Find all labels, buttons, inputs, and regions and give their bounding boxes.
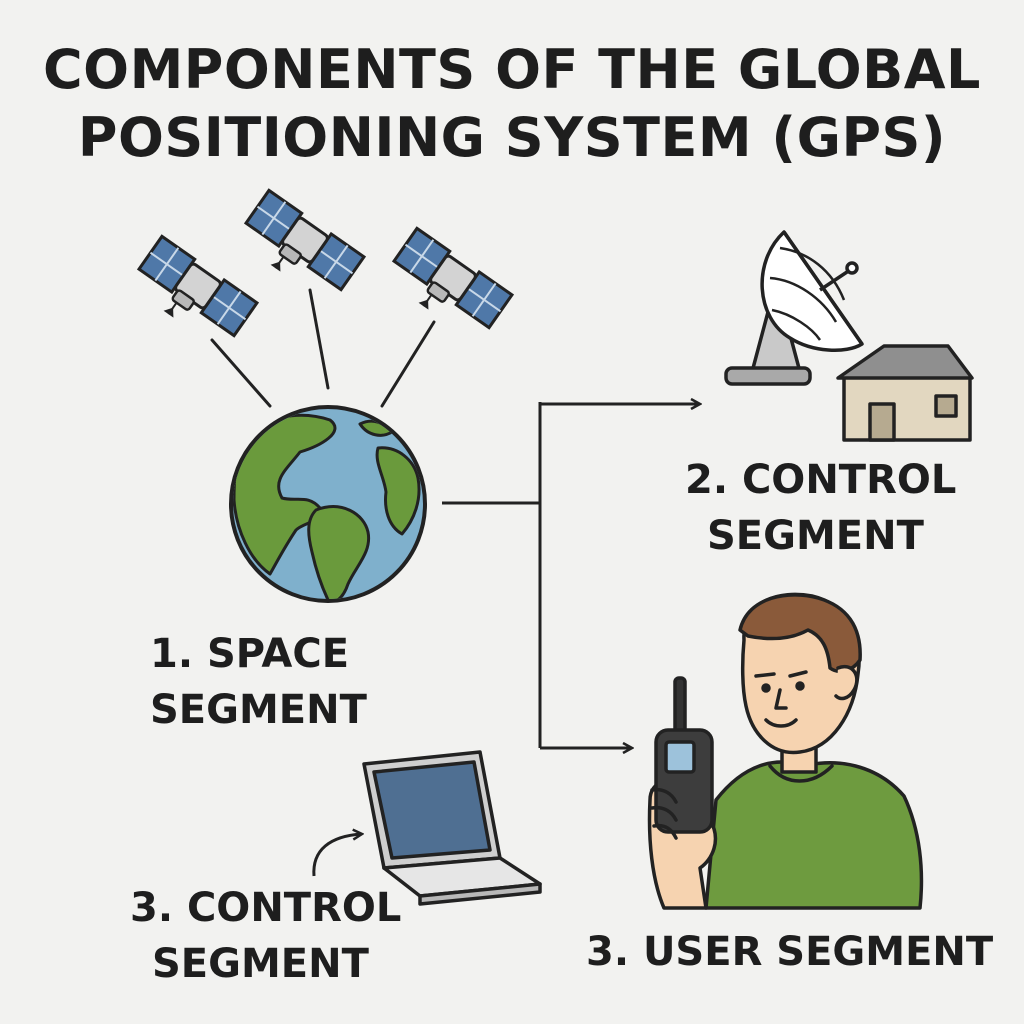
satellite-icon — [126, 234, 259, 354]
user-segment-label: 3. USER SEGMENT — [586, 929, 994, 975]
diagram-title-line-2: POSITIONING SYSTEM (GPS) — [77, 106, 947, 169]
house-icon — [836, 344, 974, 442]
control-segment-bottom-line-2: SEGMENT — [152, 941, 369, 987]
laptop-icon — [362, 750, 542, 906]
curved-arrow-icon — [312, 834, 362, 877]
diagram-title-line-1: COMPONENTS OF THE GLOBAL — [43, 38, 981, 101]
connector-arrows — [442, 402, 700, 748]
control-segment-label-bottom: 3. CONTROL SEGMENT — [130, 880, 401, 992]
person-icon — [647, 592, 924, 910]
space-segment-label-line-2: SEGMENT — [150, 687, 367, 733]
satellite-icon — [233, 188, 366, 308]
satellite-icon — [381, 226, 514, 346]
signal-lines — [210, 288, 436, 408]
control-segment-top-line-2: SEGMENT — [707, 513, 924, 559]
space-segment-label: 1. SPACE SEGMENT — [150, 626, 367, 738]
satellite-dish-icon — [724, 230, 864, 386]
space-segment-label-line-1: 1. SPACE — [150, 631, 350, 677]
control-segment-top-line-1: 2. CONTROL — [685, 457, 957, 503]
earth-globe-icon — [229, 405, 427, 603]
control-segment-label-top: 2. CONTROL SEGMENT — [685, 452, 956, 564]
control-segment-bottom-line-1: 3. CONTROL — [130, 885, 402, 931]
